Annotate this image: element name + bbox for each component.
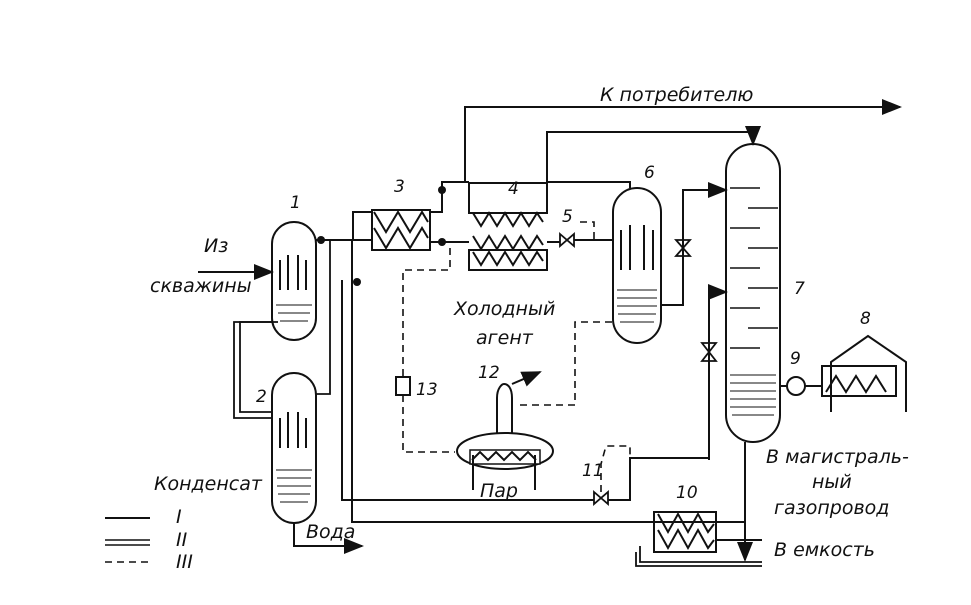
label-from-well-1: Из xyxy=(204,235,228,257)
label-from-well-2: скважины xyxy=(150,275,252,297)
junction-dots xyxy=(317,186,446,286)
num-6: 6 xyxy=(644,163,655,183)
label-water: Вода xyxy=(306,521,355,543)
label-trunk-1: В магистраль- xyxy=(766,446,909,468)
device-13 xyxy=(395,376,411,396)
reboiler-12 xyxy=(456,382,554,470)
num-5: 5 xyxy=(562,207,573,227)
num-1: 1 xyxy=(290,193,301,213)
heat-exchanger-10 xyxy=(653,511,717,553)
separator-6 xyxy=(612,187,662,344)
label-steam: Пар xyxy=(480,480,518,502)
valve-11 xyxy=(593,490,609,506)
piping-double xyxy=(233,240,762,567)
valve-5 xyxy=(559,232,575,248)
label-to-consumer: К потребителю xyxy=(600,84,753,106)
label-condensate: Конденсат xyxy=(154,473,263,495)
num-13: 13 xyxy=(416,380,438,400)
label-to-tank: В емкость xyxy=(774,539,875,561)
num-12: 12 xyxy=(478,363,500,383)
num-3: 3 xyxy=(394,177,405,197)
legend-label-2: II xyxy=(176,529,188,551)
label-cold-agent-2: агент xyxy=(476,327,534,349)
piping-solid xyxy=(198,99,902,562)
label-cold-agent-1: Холодный xyxy=(453,298,555,320)
heat-exchanger-4 xyxy=(468,182,548,271)
label-trunk-3: газопровод xyxy=(774,497,889,519)
piping-dashed xyxy=(402,221,631,492)
furnace-8 xyxy=(821,334,907,412)
pump-9 xyxy=(786,376,806,396)
num-9: 9 xyxy=(790,349,801,369)
num-11: 11 xyxy=(582,461,604,481)
num-8: 8 xyxy=(860,309,871,329)
column-7 xyxy=(725,143,781,443)
num-10: 10 xyxy=(676,483,698,503)
num-4: 4 xyxy=(508,179,519,199)
separator-2 xyxy=(271,372,317,524)
legend: I II III xyxy=(105,506,193,573)
legend-label-1: I xyxy=(176,506,182,528)
separator-1 xyxy=(271,221,317,341)
num-7: 7 xyxy=(794,279,805,299)
heat-exchanger-3 xyxy=(371,209,431,251)
legend-label-3: III xyxy=(176,551,193,573)
num-2: 2 xyxy=(256,387,267,407)
label-trunk-2: ный xyxy=(812,471,852,493)
